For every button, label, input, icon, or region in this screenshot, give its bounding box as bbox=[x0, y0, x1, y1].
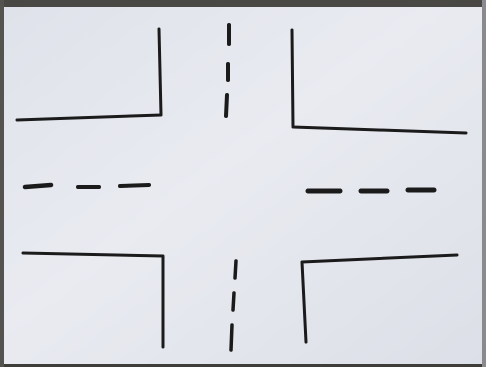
center-line-right bbox=[308, 190, 434, 191]
dash bbox=[233, 293, 234, 310]
table-edge-top bbox=[0, 0, 486, 7]
dash bbox=[226, 95, 227, 116]
table-edge-right bbox=[482, 0, 486, 367]
dash bbox=[235, 261, 236, 278]
dash bbox=[25, 185, 51, 187]
paper-sheet bbox=[3, 6, 484, 364]
table-edge-left bbox=[0, 0, 4, 367]
dash bbox=[231, 325, 232, 350]
center-line-left bbox=[25, 185, 149, 187]
dash bbox=[120, 185, 149, 186]
